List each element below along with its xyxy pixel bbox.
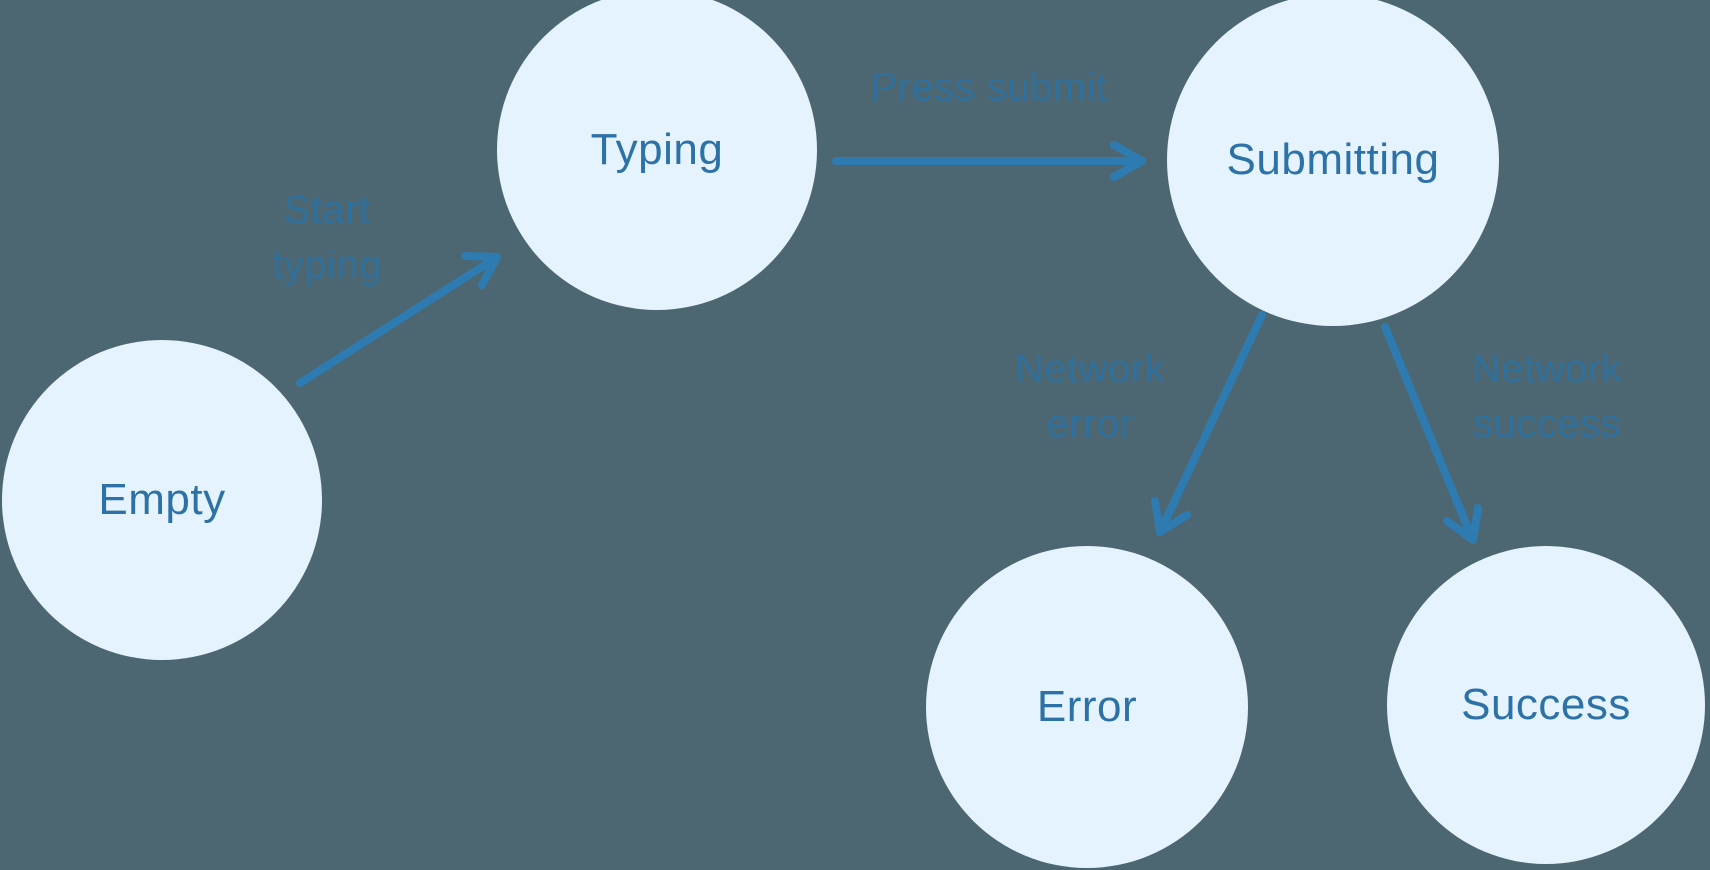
state-node-error: Error bbox=[926, 546, 1248, 868]
arrow-empty-to-typing bbox=[296, 252, 501, 387]
arrow-typing-to-submitting bbox=[832, 141, 1146, 181]
state-node-label: Typing bbox=[590, 125, 724, 174]
edge-label-line: error bbox=[1046, 402, 1134, 446]
edge-label-start-typing: Start typing bbox=[272, 183, 382, 293]
edge-label-line: typing bbox=[272, 243, 382, 287]
edge-label-network-success: Network success bbox=[1472, 342, 1622, 452]
edge-label-line: Network bbox=[1014, 347, 1166, 391]
edge-label-press-submit: Press submit bbox=[870, 61, 1107, 116]
state-node-label: Error bbox=[1036, 682, 1138, 731]
edge-label-line: success bbox=[1472, 402, 1621, 446]
edge-label-line: Network bbox=[1471, 347, 1623, 391]
state-node-label: Success bbox=[1461, 680, 1631, 729]
state-node-success: Success bbox=[1387, 546, 1705, 864]
state-node-label: Empty bbox=[98, 475, 226, 524]
state-node-submitting: Submitting bbox=[1167, 0, 1499, 326]
edge-label-network-error: Network error bbox=[1015, 342, 1165, 452]
state-node-typing: Typing bbox=[497, 0, 817, 310]
edge-label-line: Start bbox=[283, 188, 371, 232]
state-node-empty: Empty bbox=[2, 340, 322, 660]
state-node-label: Submitting bbox=[1226, 135, 1440, 184]
edge-label-line: Press submit bbox=[870, 65, 1108, 110]
arrow-submitting-to-success bbox=[1381, 323, 1482, 544]
arrow-submitting-to-error bbox=[1151, 311, 1266, 536]
